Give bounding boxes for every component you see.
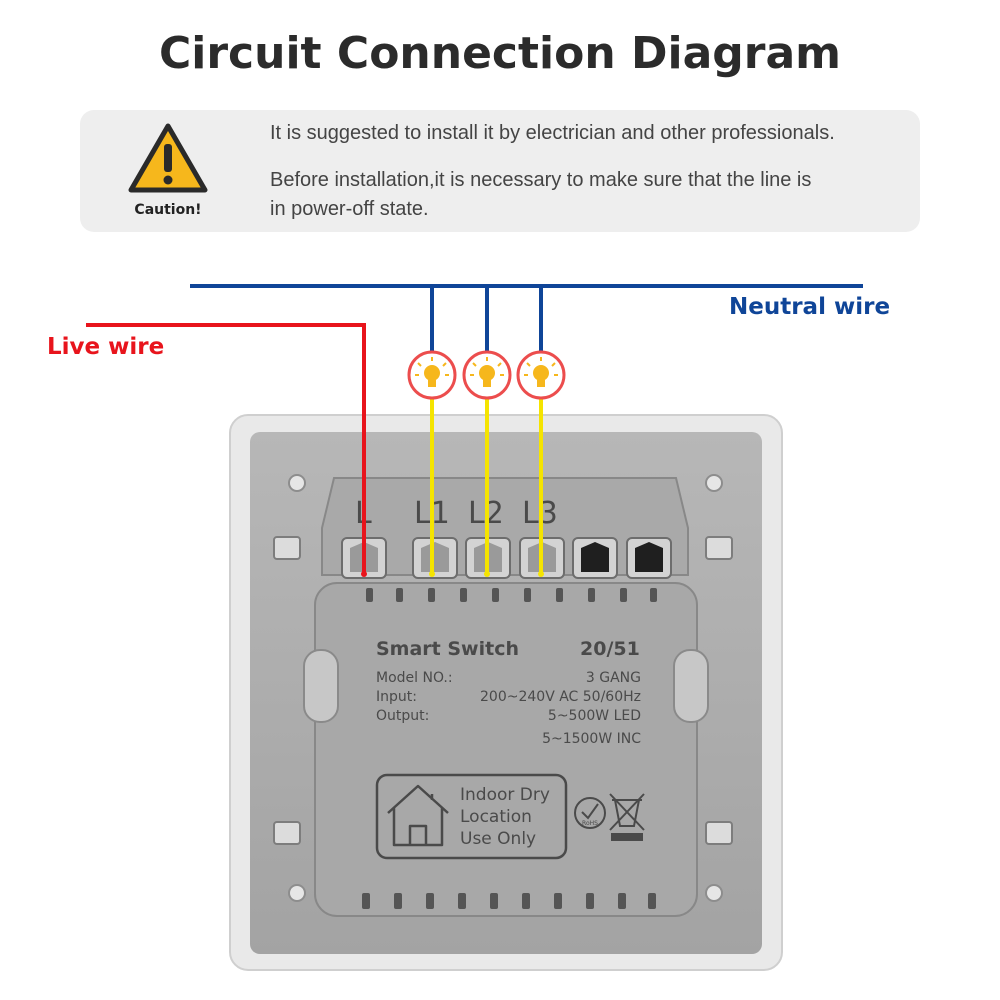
model-value: 3 GANG [586, 670, 641, 686]
side-clips [273, 536, 733, 845]
house-icon [387, 784, 449, 847]
live-wire-label: Live wire [47, 334, 165, 360]
screw-holes [288, 474, 723, 902]
vent-slots [362, 588, 657, 909]
wire-terminal-ends [361, 571, 544, 577]
output-value-inc: 5~1500W INC [542, 731, 641, 747]
rohs-icon: RoHS [574, 797, 606, 829]
page-title: Circuit Connection Diagram [158, 28, 842, 79]
caution-panel: Caution! It is suggested to install it b… [80, 110, 920, 232]
indoor-use-badge [375, 773, 568, 860]
indoor-text-line2: Location [460, 807, 532, 827]
indoor-text-line1: Indoor Dry [460, 785, 550, 805]
light-bulb-icon [516, 350, 566, 400]
light-bulb-icon [407, 350, 457, 400]
rohs-label: RoHS [582, 820, 598, 827]
device-name: Smart Switch [376, 638, 519, 660]
input-label: Input: [376, 689, 417, 705]
caution-message-power-off: Before installation,it is necessary to m… [270, 169, 812, 220]
module-side-slots [303, 649, 709, 723]
live-wire [86, 323, 366, 574]
output-label: Output: [376, 708, 429, 724]
load-wires [430, 398, 543, 574]
weee-bin-icon [609, 793, 645, 841]
device-code: 20/51 [580, 638, 640, 660]
switch-module-body [314, 582, 698, 917]
model-label: Model NO.: [376, 670, 453, 686]
caution-message-professional: It is suggested to install it by electri… [270, 122, 835, 144]
caution-label: Caution! [134, 202, 202, 218]
input-value: 200~240V AC 50/60Hz [480, 689, 641, 705]
output-value-led: 5~500W LED [548, 708, 641, 724]
neutral-wire [190, 284, 863, 352]
warning-triangle-icon [128, 123, 208, 193]
neutral-wire-label: Neutral wire [729, 294, 891, 320]
indoor-text-line3: Use Only [460, 829, 536, 849]
light-bulb-icon [462, 350, 512, 400]
